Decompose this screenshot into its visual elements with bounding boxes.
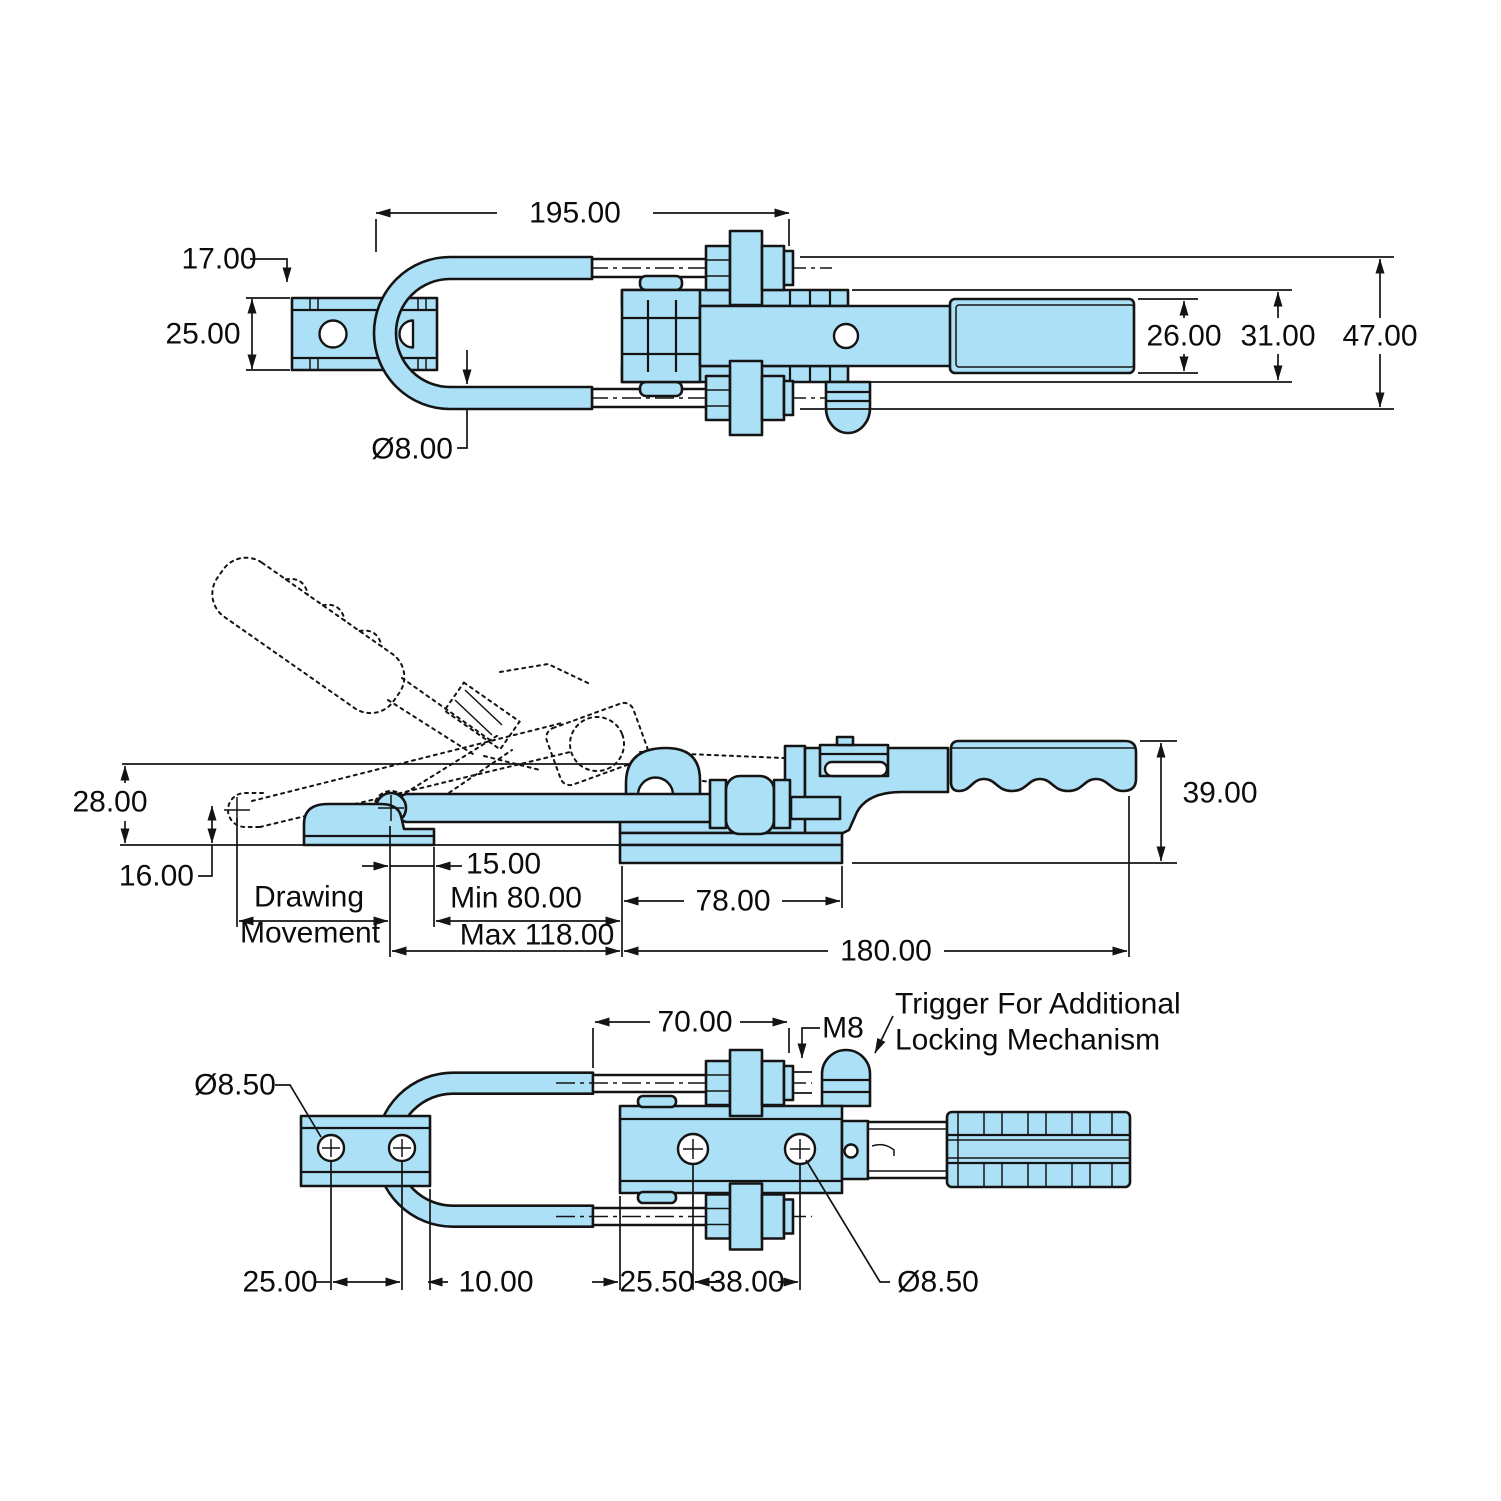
nut-cluster-bottom-bottom <box>704 1182 795 1251</box>
handle-grip-bottom <box>945 1110 1132 1189</box>
dim-38: 38.00 <box>709 1266 784 1299</box>
dim-180: 180.00 <box>840 935 932 968</box>
handle-grip <box>948 297 1136 375</box>
label-drawing: Drawing <box>254 881 364 914</box>
trigger-knob <box>824 380 872 435</box>
dim-850-right: Ø8.50 <box>897 1266 979 1299</box>
top-view: 195.00 17.00 25.00 Ø8.00 26.00 31.00 47.… <box>165 197 1417 466</box>
dim-47: 47.00 <box>1342 320 1417 353</box>
dim-39: 39.00 <box>1182 777 1257 810</box>
body-hole <box>832 322 860 350</box>
dim-max: Max 118.00 <box>460 919 615 952</box>
dim-25-bottom: 25.00 <box>242 1266 317 1299</box>
bottom-view: Ø8.50 70.00 M8 Trigger For Additional Lo… <box>194 988 1181 1299</box>
dim-195: 195.00 <box>529 197 621 230</box>
side-view: 28.00 16.00 Drawing Movement 15.00 Min 8… <box>72 556 1258 968</box>
dim-15: 15.00 <box>466 848 541 881</box>
handle-grip <box>949 739 1138 793</box>
connector <box>866 1120 949 1180</box>
nut-cluster-top <box>704 229 795 307</box>
dim-28: 28.00 <box>72 786 147 819</box>
label-trigger-1: Trigger For Additional <box>895 988 1181 1021</box>
lever-bar <box>393 792 742 824</box>
dim-8: Ø8.00 <box>371 433 453 466</box>
dim-25: 25.00 <box>165 318 240 351</box>
bracket-half-hole <box>398 319 415 349</box>
nut-cluster-bottom <box>704 359 795 437</box>
dim-31: 31.00 <box>1240 320 1315 353</box>
dim-850-left: Ø8.50 <box>194 1069 276 1102</box>
foot <box>302 802 436 847</box>
dim-70: 70.00 <box>657 1006 732 1039</box>
dim-min: Min 80.00 <box>450 882 582 915</box>
label-movement: Movement <box>240 917 381 950</box>
dim-m8: M8 <box>822 1012 864 1045</box>
dim-16: 16.00 <box>119 860 194 893</box>
u-bolt <box>372 255 594 411</box>
dim-26: 26.00 <box>1146 320 1221 353</box>
dim-10: 10.00 <box>458 1266 533 1299</box>
dim-17: 17.00 <box>181 243 256 276</box>
label-trigger-2: Locking Mechanism <box>895 1024 1160 1057</box>
dim-78: 78.00 <box>695 885 770 918</box>
dim-2550: 25.50 <box>619 1266 694 1299</box>
trigger-knob-bottom <box>820 1048 872 1108</box>
bracket-hole <box>318 319 348 349</box>
nut-cluster-bottom-top <box>704 1048 795 1118</box>
